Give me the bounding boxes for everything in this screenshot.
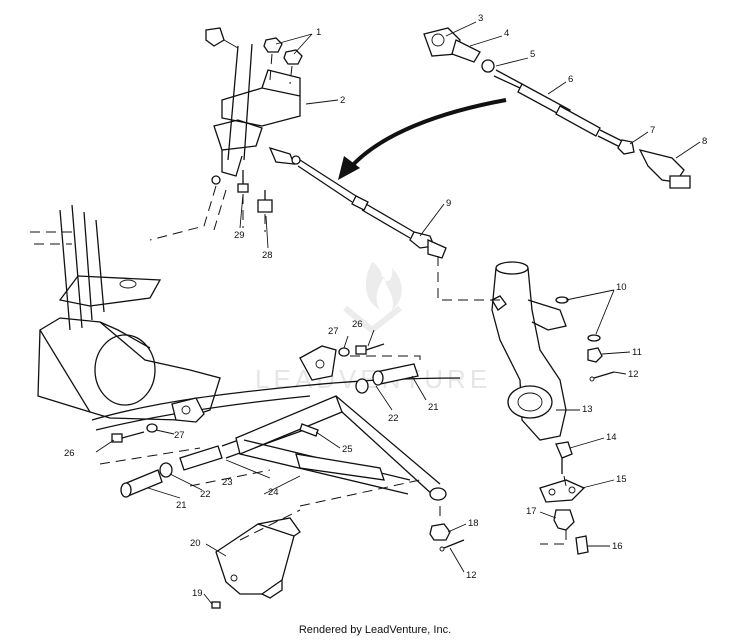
callout-22: 22 [388,413,399,424]
callout-12: 12 [628,369,639,380]
footer-credit: Rendered by LeadVenture, Inc. [298,624,452,636]
callout-27-lower: 27 [174,430,185,441]
callout-9: 9 [446,198,451,209]
callout-15: 15 [616,474,627,485]
leader-lines [95,21,701,605]
tie-rod-assembly [423,27,691,189]
callout-18: 18 [468,518,479,529]
callout-22-lower: 22 [200,489,211,500]
callout-2: 2 [340,95,345,106]
tie-rod-mid [268,146,500,301]
ball-joint-assembly [539,441,589,555]
nut-pair [263,37,303,85]
pivot-shafts [120,363,419,498]
callout-7: 7 [650,125,655,136]
callout-13: 13 [582,404,593,415]
a-arm-guard [211,509,301,609]
watermark-text: LEADVENTURE [255,364,491,394]
callout-labels: 1 2 3 4 5 6 7 8 9 10 11 12 13 14 15 16 1… [64,13,707,599]
upper-bracket [299,343,385,381]
callout-8: 8 [702,136,707,147]
spindle-hardware [555,296,615,382]
callout-3: 3 [478,13,483,24]
direction-arrow [338,98,507,180]
callout-6: 6 [568,74,573,85]
callout-25: 25 [342,444,353,455]
steering-spindle [491,261,567,441]
frame-assembly [30,204,461,431]
callout-26: 26 [352,319,363,330]
callout-17: 17 [526,506,537,517]
callout-24: 24 [268,487,279,498]
callout-19: 19 [192,588,203,599]
callout-16: 16 [612,541,623,552]
callout-4: 4 [504,28,509,39]
callout-21: 21 [428,402,439,413]
callout-28: 28 [262,250,273,261]
callout-27: 27 [328,326,339,337]
callout-12-lower: 12 [466,570,477,581]
callout-11: 11 [632,347,642,358]
callout-21-lower: 21 [176,500,187,511]
callout-26-lower: 26 [64,448,75,459]
callout-23: 23 [222,477,233,488]
a-arm-assembly [99,355,447,518]
watermark-logo: LEADVENTURE [255,262,491,394]
lower-pivot-bolt [111,423,158,443]
callout-20: 20 [190,538,201,549]
callout-14: 14 [606,432,617,443]
callout-1: 1 [316,27,321,38]
lower-hardware [429,523,465,552]
pivot-bolts [237,170,273,232]
callout-10: 10 [616,282,627,293]
callout-29: 29 [234,230,245,241]
callout-5: 5 [530,49,535,60]
steering-post [149,27,301,241]
